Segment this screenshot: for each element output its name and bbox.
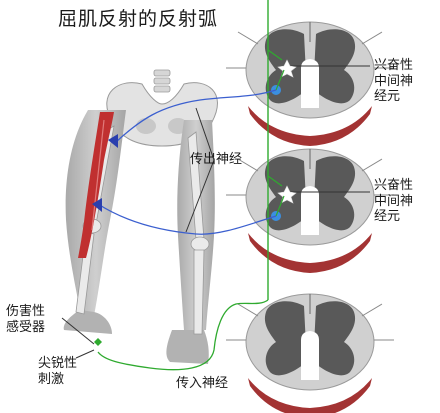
spinal-cord-top [226, 22, 394, 146]
label-efferent-nerve: 传出神经 [190, 152, 242, 168]
label-afferent-nerve: 传入神经 [176, 376, 228, 392]
diagram-title: 屈肌反射的反射弧 [58, 8, 218, 31]
nociceptor-icon [94, 338, 102, 346]
label-stimulus: 尖锐性 刺激 [38, 356, 77, 387]
label-interneuron-top: 兴奋性 中间神 经元 [374, 58, 413, 105]
label-receptor: 伤害性 感受器 [6, 304, 45, 335]
spinal-cord-bottom [226, 294, 394, 413]
label-interneuron-mid: 兴奋性 中间神 经元 [374, 178, 413, 225]
spinal-cord-mid [226, 149, 394, 273]
stimulus-pointer [76, 350, 94, 358]
